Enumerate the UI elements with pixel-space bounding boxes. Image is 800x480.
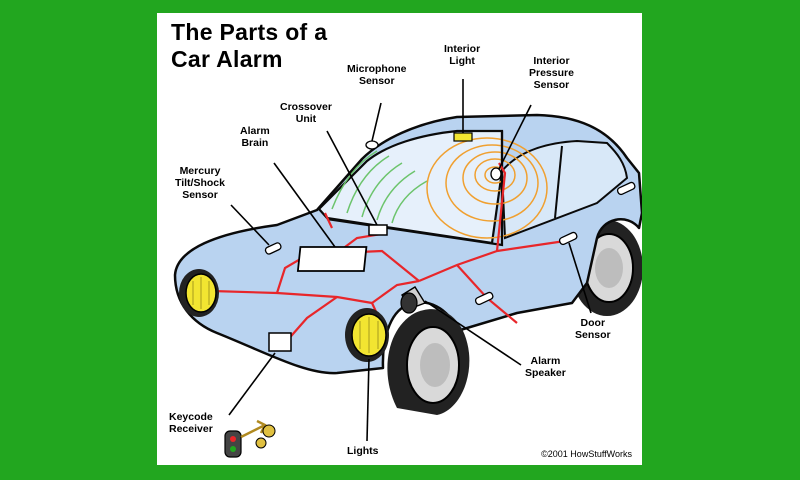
- interior-pressure-sensor-part: [490, 167, 502, 181]
- diagram-panel: The Parts of a Car Alarm Microphone Sens…: [157, 13, 642, 465]
- alarm-brain-box: [296, 246, 368, 272]
- interior-light-box: [453, 132, 473, 142]
- headlight-left: [179, 269, 219, 317]
- label-alarm-brain: Alarm Brain: [240, 125, 270, 149]
- label-microphone-sensor: Microphone Sensor: [347, 63, 407, 87]
- mercury-sensor-part: [264, 242, 282, 255]
- keycode-receiver-box: [268, 332, 292, 352]
- title-line-1: The Parts of a: [171, 19, 328, 45]
- headlight-right: [345, 308, 389, 362]
- label-interior-pressure-sensor: Interior Pressure Sensor: [529, 55, 574, 91]
- microphone-sensor-part: [365, 140, 379, 150]
- label-keycode-receiver: Keycode Receiver: [169, 411, 213, 435]
- door-sensor-part: [558, 231, 578, 246]
- label-door-sensor: Door Sensor: [575, 317, 611, 341]
- side-marker: [474, 291, 494, 306]
- label-crossover-unit: Crossover Unit: [280, 101, 332, 125]
- front-wheel: [387, 309, 470, 415]
- label-mercury-sensor: Mercury Tilt/Shock Sensor: [175, 165, 225, 201]
- pressure-sensor-waves: [426, 137, 548, 239]
- leader-lines: [228, 79, 592, 442]
- copyright-text: ©2001 HowStuffWorks: [541, 449, 632, 459]
- key-fob-icon: [224, 419, 276, 458]
- label-alarm-speaker: Alarm Speaker: [525, 355, 566, 379]
- car-alarm-diagram: [173, 79, 642, 458]
- label-interior-light: Interior Light: [444, 43, 481, 67]
- rear-marker: [616, 181, 636, 196]
- alarm-speaker-part: [400, 286, 427, 314]
- title-line-2: Car Alarm: [171, 46, 283, 72]
- crossover-unit-box: [368, 224, 388, 236]
- label-lights: Lights: [347, 445, 379, 457]
